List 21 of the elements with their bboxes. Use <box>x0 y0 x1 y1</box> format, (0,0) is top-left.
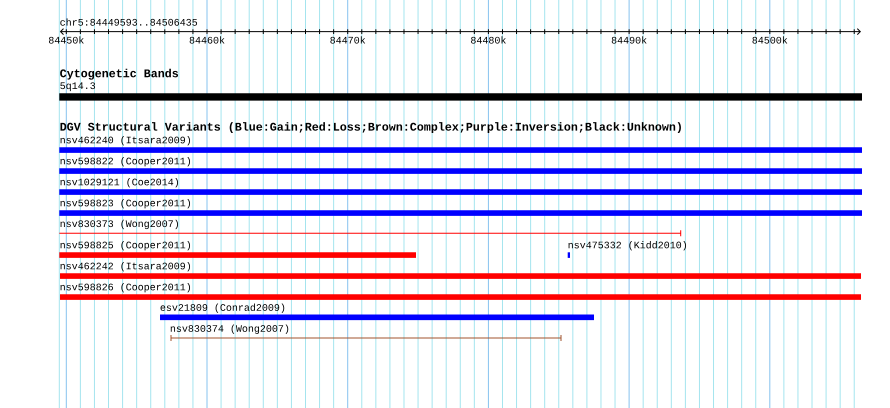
feature-label: nsv598822 (Cooper2011) <box>60 157 190 166</box>
feature-label: nsv475332 (Kidd2010) <box>568 241 686 250</box>
tick-label: 84480k <box>471 36 506 44</box>
feature-label: nsv830374 (Wong2007) <box>170 324 288 334</box>
track-title: Cytogenetic Bands <box>60 68 178 80</box>
feature-label: nsv598825 (Cooper2011) <box>60 241 190 250</box>
feature-label: esv21809 (Conrad2009) <box>160 304 284 313</box>
tick-label: 84500k <box>752 36 788 44</box>
feature-label: nsv598823 (Cooper2011) <box>60 199 190 208</box>
feature-label: nsv830373 (Wong2007) <box>60 220 178 230</box>
feature-label: nsv598826 (Cooper2011) <box>60 283 190 292</box>
feature-label: 5q14.3 <box>60 82 96 92</box>
coordinate-label: chr5:84449593..84506435 <box>60 18 198 26</box>
track-title: DGV Structural Variants (Blue:Gain;Red:Loss;Brown:Complex;Purple:Inversion;Black:Unknown) <box>60 122 681 134</box>
tick-label: 84490k <box>612 36 647 44</box>
feature-label: nsv462242 (Itsara2009) <box>60 262 190 272</box>
feature-label: nsv462240 (Itsara2009) <box>60 136 190 146</box>
feature-label: nsv1029121 (Coe2014) <box>60 178 178 188</box>
tick-label: 84470k <box>330 36 366 44</box>
tick-label: 84460k <box>190 36 224 44</box>
tick-label: 84450k <box>48 36 84 44</box>
